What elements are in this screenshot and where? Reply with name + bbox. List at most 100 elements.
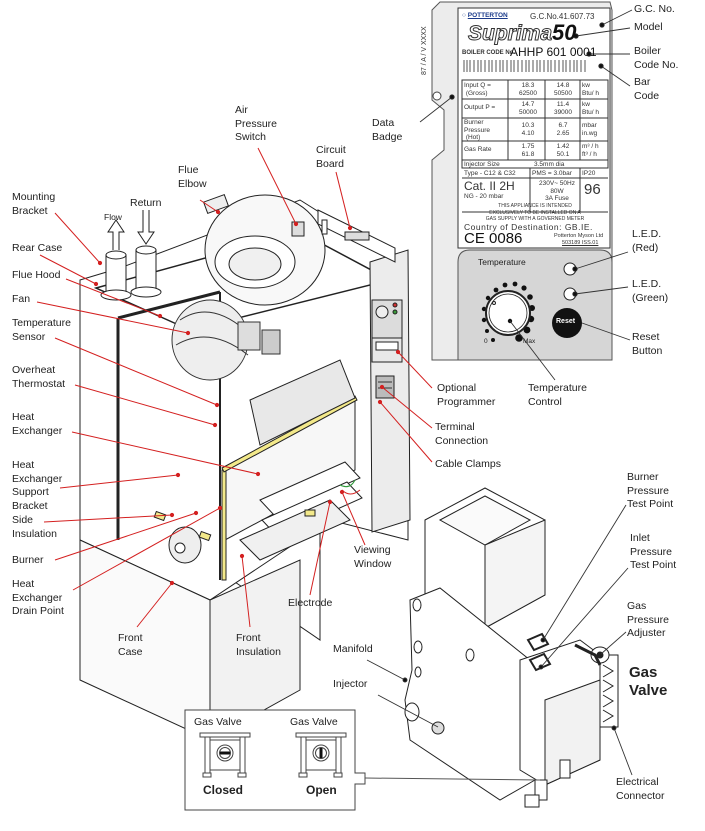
- black-leader-lines: [366, 9, 633, 776]
- dial-min-label: 0: [484, 338, 488, 345]
- label-manifold: Manifold: [333, 643, 373, 655]
- country-of-destination: Country of Destination: GB.IE.: [464, 222, 593, 232]
- flue-elbow: [202, 193, 326, 306]
- table-row: Input Q = (Gross): [464, 82, 491, 97]
- badge-brand: ○ POTTERTON: [462, 12, 508, 19]
- label-cable-clamps: Cable Clamps: [435, 458, 501, 470]
- burner: [239, 461, 363, 561]
- label-gc-no: G.C. No.: [634, 3, 675, 15]
- table-row: Gas Rate: [464, 146, 492, 153]
- circuit-board: [291, 209, 396, 263]
- red-leader-lines: [36, 147, 433, 628]
- reset-button: [552, 308, 582, 338]
- badge-model-number: 50: [552, 20, 577, 45]
- badge-boiler-code: AHHP 601 0001: [510, 45, 597, 59]
- ce-mark: CE 0086: [464, 230, 523, 247]
- gas-supply: NG - 20 mbar: [464, 193, 504, 200]
- valve-closed-caption: Gas Valve: [194, 716, 242, 728]
- label-electrode: Electrode: [288, 597, 333, 609]
- ip-rating: IP20: [582, 170, 596, 177]
- label-led-green: L.E.D.(Green): [632, 278, 669, 304]
- valve-open-caption: Gas Valve: [290, 716, 338, 728]
- reset-button-label[interactable]: Reset: [556, 318, 576, 325]
- label-burner: Burner: [12, 554, 44, 566]
- drain-point: [153, 509, 316, 564]
- badge-product-name: Suprima: [467, 22, 553, 46]
- gas-category: Cat. II 2H: [464, 179, 515, 193]
- table-row: Output P =: [464, 104, 496, 111]
- dial-dots: [481, 281, 535, 342]
- brand-name: POTTERTON: [467, 12, 508, 19]
- flow-return-pipes: [100, 210, 162, 301]
- appliance-type: Type - C12 & C32: [464, 170, 516, 177]
- boiler-control-panel: [371, 299, 403, 399]
- injector-size-label: Injector Size: [464, 161, 500, 168]
- pms-rating: PMS = 3.0bar: [532, 170, 572, 177]
- valve-open-state: Open: [306, 783, 337, 797]
- heat-exchanger: [221, 359, 358, 581]
- label-flow: Flow: [104, 212, 122, 222]
- badge-ref: 503189 ISS.01: [562, 240, 599, 246]
- label-flue-hood: Flue Hood: [12, 269, 61, 281]
- manufacturer: Potterton Myson Ltd: [554, 233, 604, 239]
- label-led-red: L.E.D.(Red): [632, 228, 662, 254]
- badge-gc-number: G.C.No.41.607.73: [530, 12, 595, 21]
- temperature-control-panel: [457, 249, 613, 361]
- valve-closed-state: Closed: [203, 783, 244, 797]
- temperature-dial: [485, 290, 531, 336]
- brand-logo-icon: ○: [462, 12, 466, 19]
- year-code: 96: [584, 181, 601, 198]
- bar-code: [463, 60, 586, 72]
- label-model: Model: [634, 21, 663, 33]
- gas-valve-assembly: [404, 487, 619, 808]
- label-injector: Injector: [333, 678, 368, 690]
- dial-max-label: Max: [523, 338, 536, 345]
- badge-label: [457, 7, 611, 249]
- fan: [171, 299, 281, 381]
- badge-side-code: 87 / A / V XXXX: [421, 26, 428, 75]
- label-rear-case: Rear Case: [12, 242, 63, 254]
- valve-states-box: [184, 709, 541, 811]
- temperature-panel-label: Temperature: [478, 257, 526, 267]
- label-return: Return: [130, 197, 162, 209]
- badge-boiler-code-label: BOILER CODE No.: [462, 50, 516, 56]
